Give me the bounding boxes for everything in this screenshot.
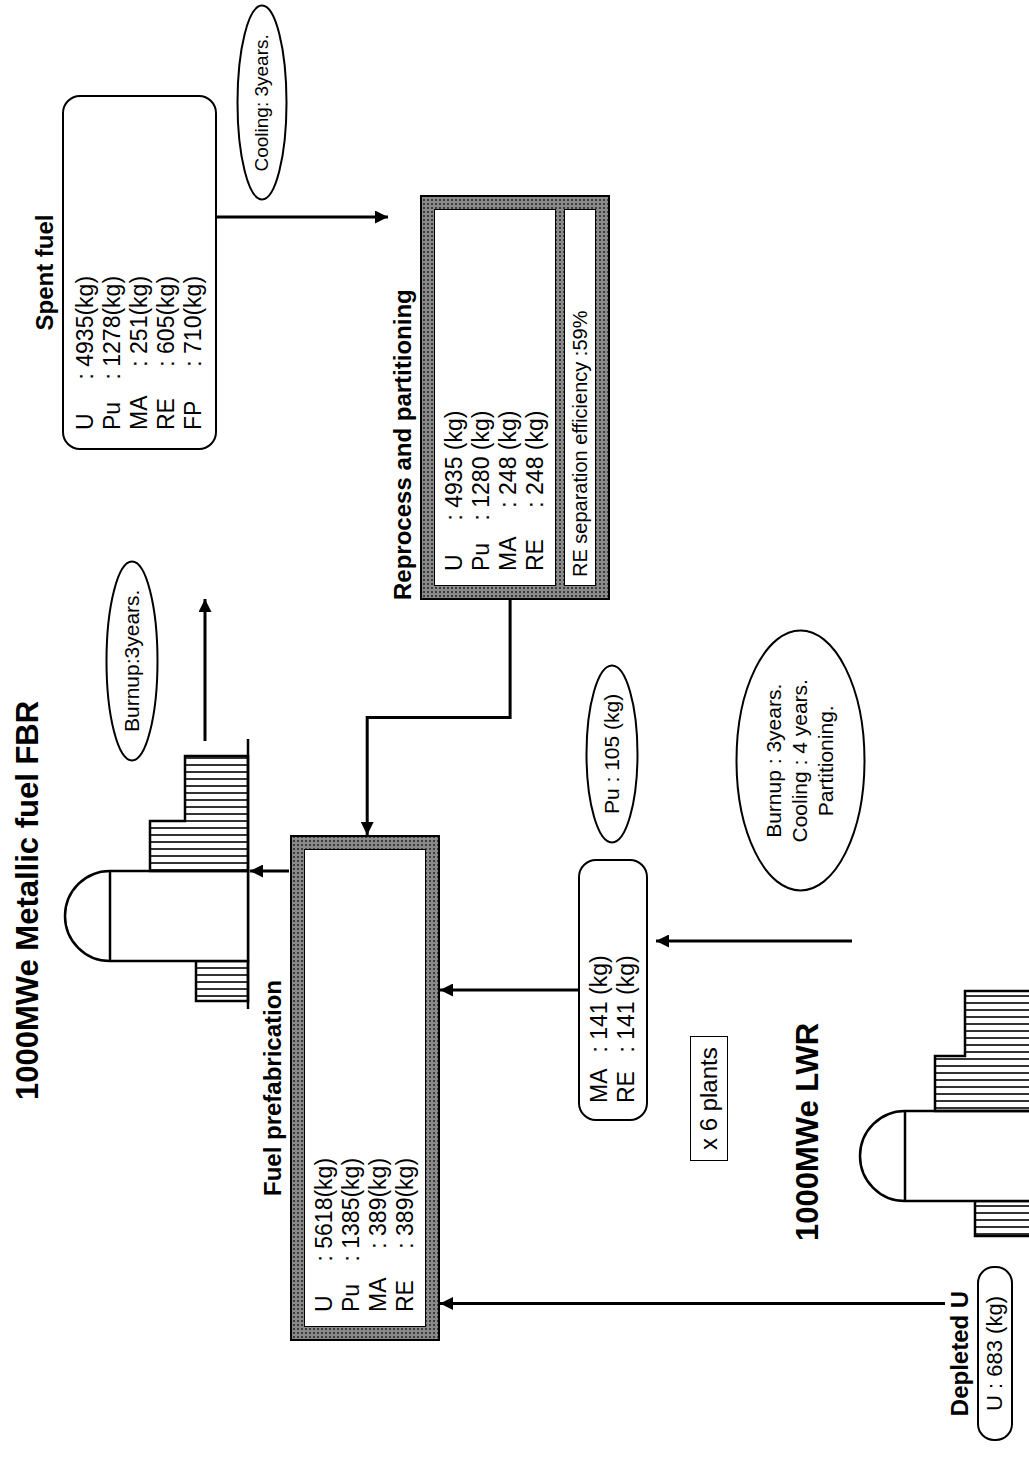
reactor-dome [65,871,248,961]
node-text: RE [153,396,180,431]
box-frame: U : 683 (kg) [977,1266,1013,1441]
node-text: RE [613,1069,640,1104]
oval-shape [107,562,158,761]
node-text: FP [180,396,207,431]
plant-title: 1000MWe Metallic fuel FBR [10,701,46,1100]
box-frame: U : 4935(kg)Pu : 1278(kg)MA : 251(kg)RE : 60… [62,95,217,450]
turbine-hall [150,756,248,871]
heading-row: Spent fuel [30,95,62,450]
flow-arrow [217,216,388,219]
node-text: Partitioning. [813,679,839,842]
flow-arrow [250,870,289,873]
node-text: : 605(kg) [153,276,180,380]
flow-arrow [440,989,578,992]
plutonium-oval: Pu : 105 (kg) [585,664,639,844]
node-text: : 248 (kg) [522,411,549,521]
oval-shape [736,631,864,891]
node-text: U [311,1278,338,1313]
flow-arrow [367,600,510,835]
lwr-plant [860,991,1029,1236]
node-text: : 1280 (kg) [468,411,495,521]
box-frame: U: 5618(kg)Pu: 1385(kg)MA: 389(kg)RE: 38… [290,835,440,1341]
box-heading: Reprocess and partitioning [388,195,420,600]
cooling-oval: Cooling: 3years. [236,4,288,201]
flow-arrow [440,1302,945,1305]
inventory-panel: U: 4935 (kg)Pu: 1280 (kg)MA: 248 (kg)RE:… [434,209,556,586]
node-text: Pu [468,537,495,572]
node-text: RE separation efficiency :59% [568,218,592,577]
node-text: MA [365,1278,392,1313]
node-text: Cooling : 4 years. [787,679,813,842]
dome-line [109,871,112,961]
flow-arrow [656,940,852,943]
fabrication-box: Fuel prefabricationU : 5618(kg)Pu : 1385(k… [258,835,440,1341]
node-text: : 4935 (kg) [441,411,468,521]
node-text: : 5618(kg) [311,1158,338,1262]
dome-line [904,1111,907,1201]
box-heading: Spent fuel [30,95,62,450]
box-frame: U: 4935 (kg)Pu: 1280 (kg)MA: 248 (kg)RE:… [420,195,610,600]
node-text: MA [495,537,522,572]
node-text: U [72,396,99,431]
spent-fuel-box: Spent fuelU : 4935(kg)Pu : 1278(kg)MA : 251… [30,95,217,450]
oval-shape [587,666,638,843]
depleted-uranium-box: Depleted UU : 683 (kg) [945,1266,1013,1441]
box-heading: Depleted U [945,1266,977,1441]
turbine-hall [935,991,1029,1111]
node-text: : 389(kg) [365,1158,392,1262]
node-text: Burnup : 3years. [761,679,787,842]
node-text: : 141 (kg) [586,955,613,1052]
lwr-output-box: MA: 141 (kg)RE: 141 (kg) [578,859,648,1121]
heading-row: Fuel prefabrication [258,835,290,1341]
heading-row: Reprocess and partitioning [388,195,420,600]
reactor-dome [860,1111,1029,1201]
node-text: : 141 (kg) [613,955,640,1052]
heading-row: Depleted U [945,1266,977,1441]
node-text: Pu [99,396,126,431]
node-text: Burnup:3years. [119,590,145,732]
node-text: Cooling: 3years. [250,34,274,171]
node-text: MA [586,1069,613,1104]
node-text: : 1278(kg) [99,276,126,380]
node-text: MA [126,396,153,431]
plant-count-box: x 6 plants [690,1036,728,1161]
reprocess-box: Reprocess and partitioningU : 4935 (kg)Pu… [388,195,610,600]
node-text: Pu [338,1278,365,1313]
node-text: : 251(kg) [126,276,153,380]
node-text: : 710(kg) [180,276,207,380]
lwr-cycle-oval: Burnup : 3years.Cooling : 4 years.Partit… [735,629,866,892]
node-text: U [441,537,468,572]
fbr-plant [65,739,248,1009]
node-text: U : 683 (kg) [981,1280,1009,1427]
node-text: : 248 (kg) [495,411,522,521]
node-text: Pu : 105 (kg) [599,694,625,814]
box-heading: Fuel prefabrication [258,835,290,1341]
node-text: : 4935(kg) [72,276,99,380]
node-text: : 1385(kg) [338,1158,365,1262]
plant-title: 1000MWe LWR [790,1023,826,1241]
inventory-panel: U: 5618(kg)Pu: 1385(kg)MA: 389(kg)RE: 38… [304,849,426,1327]
node-text: x 6 plants [695,1047,723,1150]
node-text: RE [392,1278,419,1313]
node-text: RE [522,537,549,572]
oval-shape [238,6,287,200]
node-text: : 389(kg) [392,1158,419,1262]
burnup-oval: Burnup:3years. [105,560,159,762]
aux-building [975,1201,1029,1236]
aux-building [196,961,248,1001]
flow-arrow [204,599,207,741]
efficiency-strip: RE separation efficiency :59% [564,209,596,586]
